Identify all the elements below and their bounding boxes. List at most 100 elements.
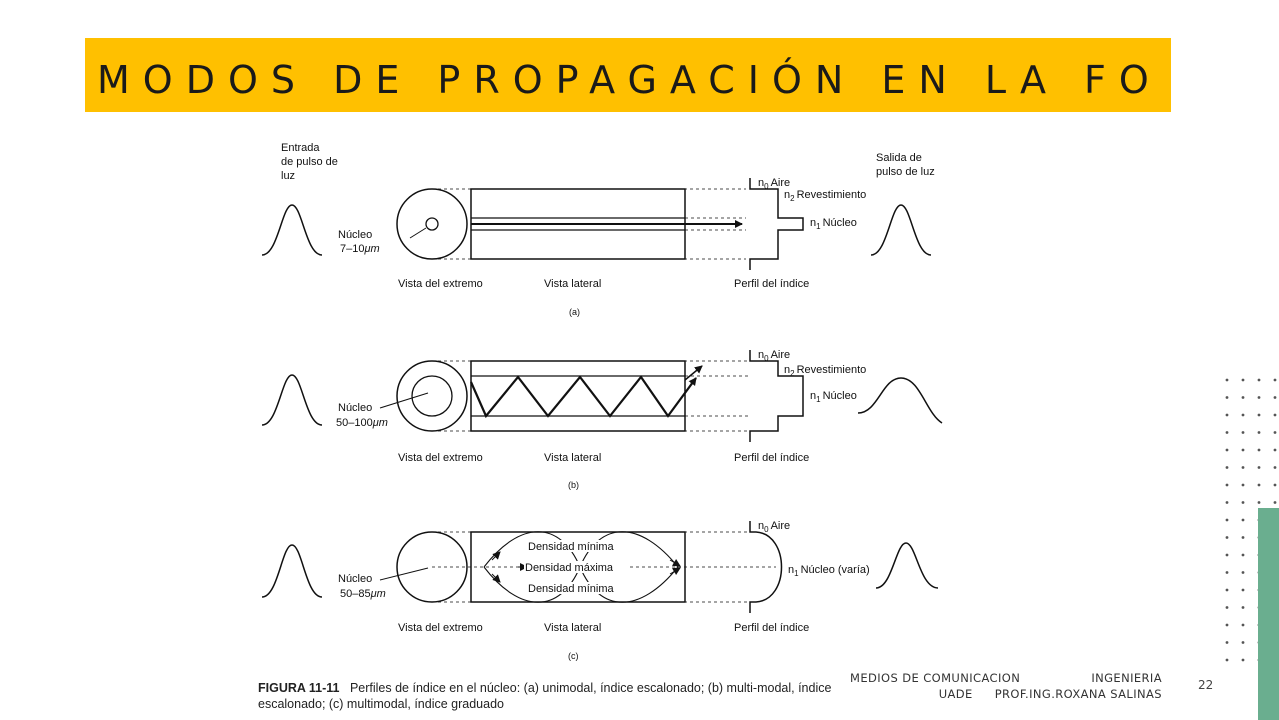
a-vista-extremo: Vista del extremo xyxy=(398,278,483,290)
decorative-green-bar xyxy=(1258,508,1279,720)
footer-university: UADE xyxy=(938,687,973,701)
decor-dot xyxy=(1225,466,1229,469)
decor-dot xyxy=(1225,658,1229,662)
b-vista-lateral: Vista lateral xyxy=(544,452,601,464)
decor-dot xyxy=(1241,553,1245,557)
decor-dot xyxy=(1225,606,1229,609)
output-pulse-a xyxy=(870,204,932,256)
decor-dot xyxy=(1241,483,1245,487)
decor-dot xyxy=(1241,606,1245,609)
entrada-label-2: de pulso de xyxy=(281,156,338,168)
side-view-b xyxy=(470,360,686,432)
index-profile-c xyxy=(749,521,783,613)
decor-dot xyxy=(1273,483,1277,487)
footer-faculty: INGENIERIA xyxy=(1091,671,1162,685)
decor-dot xyxy=(1241,466,1245,469)
output-pulse-c xyxy=(875,542,939,589)
decor-dot xyxy=(1257,413,1261,417)
panel-c: Densidad mínima Densidad máxima Densidad… xyxy=(261,520,939,661)
decor-dot xyxy=(1241,396,1245,399)
decor-dot xyxy=(1273,501,1277,504)
index-profile-b xyxy=(749,350,804,442)
caption-label: FIGURA 11-11 xyxy=(258,681,340,695)
figure-caption: FIGURA 11-11 Perfiles de índice en el nú… xyxy=(258,680,848,712)
decor-dot xyxy=(1241,501,1245,504)
entrada-label-1: Entrada xyxy=(281,142,320,154)
end-view-cladding-a xyxy=(396,188,468,260)
decor-dot xyxy=(1225,571,1229,574)
decor-dot xyxy=(1225,623,1229,627)
c-core-label: Núcleo xyxy=(338,573,372,585)
decor-dot xyxy=(1241,431,1245,434)
decor-dot xyxy=(1225,378,1229,382)
a-vista-lateral: Vista lateral xyxy=(544,278,601,290)
decor-dot xyxy=(1225,518,1229,522)
densidad-maxima: Densidad máxima xyxy=(525,562,614,574)
b-vista-extremo: Vista del extremo xyxy=(398,452,483,464)
decor-dot xyxy=(1225,641,1229,644)
c-vista-lateral: Vista lateral xyxy=(544,622,601,634)
input-pulse-c xyxy=(261,544,323,598)
decor-dot xyxy=(1241,378,1245,382)
decor-dot xyxy=(1241,641,1245,644)
decor-dot xyxy=(1225,501,1229,504)
decor-dot xyxy=(1273,413,1277,417)
input-pulse-a xyxy=(261,204,323,256)
salida-label-1: Salida de xyxy=(876,152,922,164)
decor-dot xyxy=(1225,431,1229,434)
label-c: (c) xyxy=(568,651,579,661)
decor-dot xyxy=(1273,378,1277,382)
decor-dot xyxy=(1225,413,1229,417)
decor-dot xyxy=(1225,483,1229,487)
decor-dot xyxy=(1257,483,1261,487)
a-perfil-indice: Perfil del índice xyxy=(734,278,809,290)
decor-dot xyxy=(1241,413,1245,417)
entrada-label-3: luz xyxy=(281,170,295,182)
decor-dot xyxy=(1257,501,1261,504)
decor-dot xyxy=(1241,571,1245,574)
b-core-size: 50–100μm xyxy=(336,417,388,429)
decor-dot xyxy=(1257,396,1261,399)
decor-dot xyxy=(1241,623,1245,627)
decor-dot xyxy=(1257,448,1261,452)
decor-dot xyxy=(1241,518,1245,522)
footer: MEDIOS DE COMUNICACION INGENIERIA UADE P… xyxy=(850,670,1162,702)
output-pulse-b xyxy=(857,377,943,424)
input-pulse-b xyxy=(261,374,323,426)
a-core-label: Núcleo xyxy=(338,229,372,241)
index-profile-a xyxy=(749,178,804,270)
end-view-cladding-b xyxy=(396,360,468,432)
decor-dot xyxy=(1241,658,1245,662)
decor-dot xyxy=(1257,378,1261,382)
decor-dot xyxy=(1225,448,1229,452)
c-vista-extremo: Vista del extremo xyxy=(398,622,483,634)
caption-text: Perfiles de índice en el núcleo: (a) uni… xyxy=(258,681,832,711)
b-core-label: Núcleo xyxy=(338,402,372,414)
a-core-size: 7–10μm xyxy=(340,243,380,255)
side-view-c xyxy=(470,531,686,603)
title-bar: MODOS DE PROPAGACIÓN EN LA FO xyxy=(85,38,1171,112)
decor-dot xyxy=(1273,466,1277,469)
decor-dot xyxy=(1241,588,1245,592)
decor-dot xyxy=(1273,431,1277,434)
decor-dot xyxy=(1273,396,1277,399)
c-core-size: 50–85μm xyxy=(340,588,386,600)
decor-dot xyxy=(1257,466,1261,469)
decor-dot xyxy=(1241,448,1245,452)
label-a: (a) xyxy=(569,307,580,317)
label-b: (b) xyxy=(568,480,579,490)
salida-label-2: pulso de luz xyxy=(876,166,935,178)
decor-dot xyxy=(1225,588,1229,592)
end-view-core-b xyxy=(411,375,453,417)
decor-dot xyxy=(1225,396,1229,399)
